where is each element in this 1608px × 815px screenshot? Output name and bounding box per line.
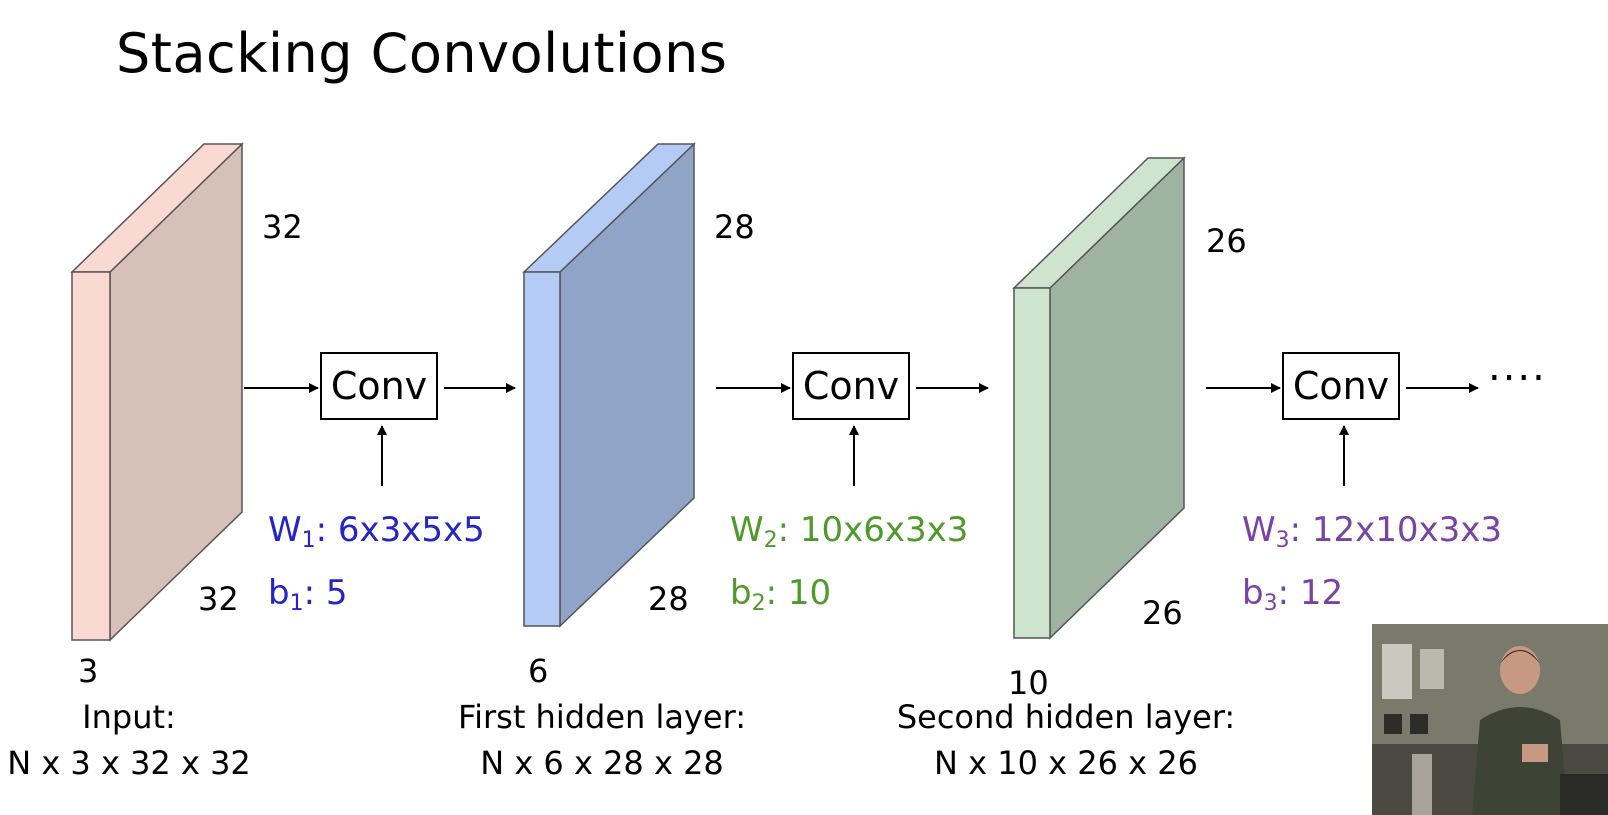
conv-box-2: Conv — [792, 352, 910, 420]
hidden1-volume-front — [523, 271, 561, 627]
conv2-weight-label: W2: 10x6x3x3 — [730, 510, 969, 553]
input-width-label: 32 — [198, 580, 239, 618]
conv-box-3: Conv — [1282, 352, 1400, 420]
hidden1-height-label: 28 — [714, 208, 755, 246]
continuation-ellipsis: .... — [1488, 344, 1547, 390]
hidden2-height-label: 26 — [1206, 222, 1247, 260]
hidden2-depth-label: 10 — [1008, 664, 1049, 702]
conv3-params: W3: 12x10x3x3 b3: 12 — [1242, 504, 1502, 630]
conv3-weight-label: W3: 12x10x3x3 — [1242, 510, 1503, 553]
hidden1-volume — [522, 142, 696, 628]
hidden1-caption-line1: First hidden layer: — [458, 698, 746, 736]
conv2-bias-label: b2: 10 — [730, 573, 832, 616]
hidden2-width-label: 26 — [1142, 594, 1183, 632]
conv1-weight-label: W1: 6x3x5x5 — [268, 510, 485, 553]
hidden1-depth-label: 6 — [528, 652, 549, 690]
conv-box-1: Conv — [320, 352, 438, 420]
hidden1-volume-side — [559, 142, 695, 628]
conv1-params: W1: 6x3x5x5 b1: 5 — [268, 504, 485, 630]
input-height-label: 32 — [262, 208, 303, 246]
input-depth-label: 3 — [78, 652, 99, 690]
hidden1-caption-line2: N x 6 x 28 x 28 — [480, 744, 724, 782]
input-volume — [70, 142, 244, 642]
presenter-video-overlay — [1372, 624, 1608, 815]
input-caption: Input: N x 3 x 32 x 32 — [0, 698, 258, 782]
hidden2-volume-side — [1049, 156, 1185, 640]
slide-title: Stacking Convolutions — [116, 22, 728, 85]
hidden2-volume-front — [1013, 287, 1051, 639]
hidden1-width-label: 28 — [648, 580, 689, 618]
conv3-bias-label: b3: 12 — [1242, 573, 1344, 616]
hidden2-caption-line1: Second hidden layer: — [896, 698, 1236, 736]
presenter-video-frame — [1372, 624, 1608, 815]
hidden2-caption: Second hidden layer: N x 10 x 26 x 26 — [886, 698, 1246, 782]
input-caption-line1: Input: — [82, 698, 176, 736]
input-caption-line2: N x 3 x 32 x 32 — [7, 744, 251, 782]
hidden1-caption: First hidden layer: N x 6 x 28 x 28 — [432, 698, 772, 782]
conv1-bias-label: b1: 5 — [268, 573, 348, 616]
conv2-params: W2: 10x6x3x3 b2: 10 — [730, 504, 968, 630]
input-volume-front — [71, 271, 111, 641]
hidden2-volume — [1012, 156, 1186, 640]
hidden2-caption-line2: N x 10 x 26 x 26 — [934, 744, 1198, 782]
